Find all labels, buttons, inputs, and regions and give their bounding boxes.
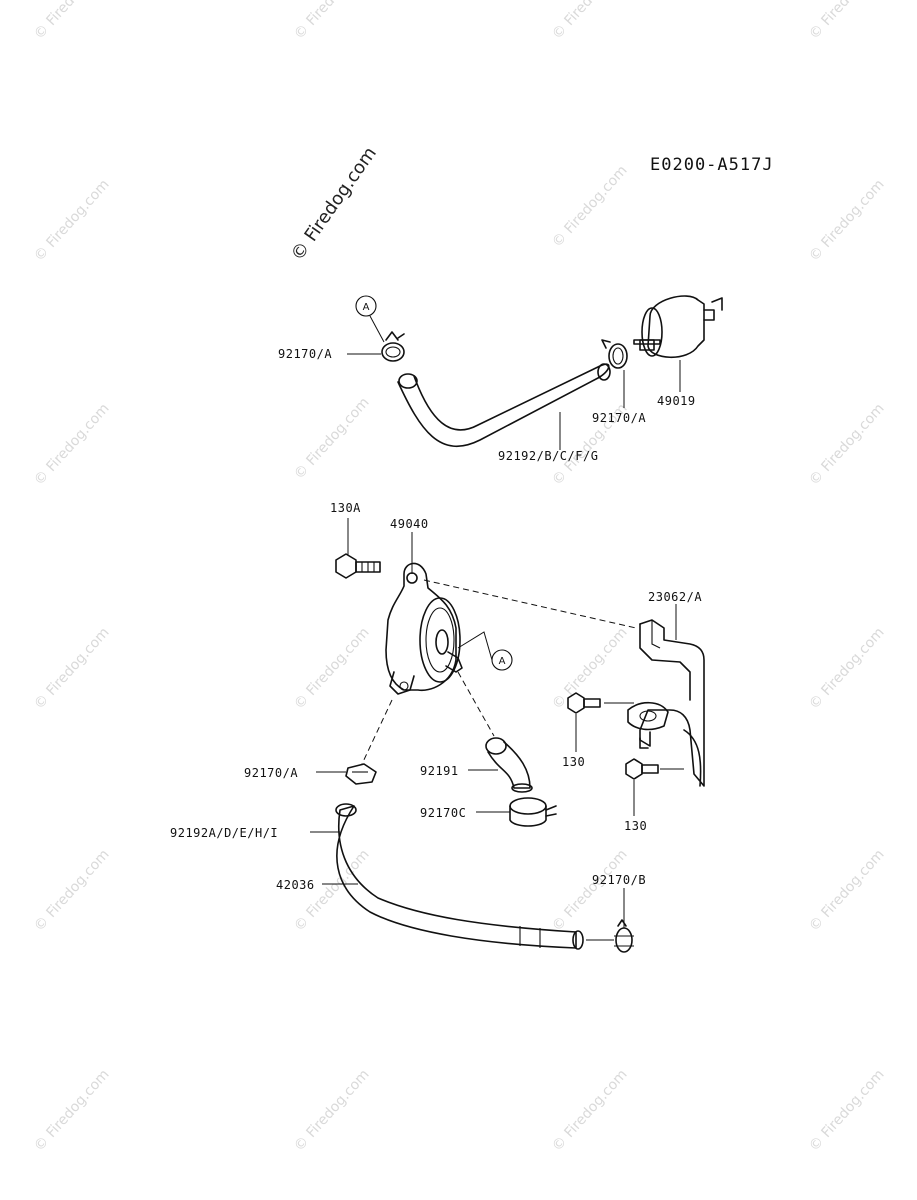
watermark-tile: © Firedog.com (806, 401, 888, 489)
callout-a-pump: A (457, 631, 513, 671)
bracket (627, 619, 705, 787)
watermark-tile: © Firedog.com (31, 625, 113, 713)
diagram-code: E0200-A517J (650, 155, 774, 175)
watermark-tile: © Firedog.com (31, 847, 113, 935)
watermark-tile: © Firedog.com (31, 177, 113, 265)
callout-letter: A (363, 302, 370, 313)
label-130-upper: 130 (562, 755, 585, 769)
bolt-130-upper (567, 692, 601, 714)
fuel-pump (385, 562, 463, 695)
watermark-tile: © Firedog.com (806, 177, 888, 265)
label-92170a-top-right: 92170/A (592, 411, 646, 425)
label-130-lower: 130 (624, 819, 647, 833)
watermark-tile: © Firedog.com (806, 847, 888, 935)
label-92170c: 92170C (420, 806, 466, 820)
watermark-tile: © Firedog.com (291, 0, 373, 43)
hose-clamp-b (614, 919, 634, 953)
watermark-tile: © Firedog.com (549, 1067, 631, 1155)
watermark-tile: © Firedog.com (806, 1067, 888, 1155)
watermark-tile: © Firedog.com (806, 625, 888, 713)
watermark-tile: © Firedog.com (549, 0, 631, 43)
bolt-130-lower (625, 758, 659, 780)
label-92170b: 92170/B (592, 873, 646, 887)
watermark-main: © Firedog.com (287, 143, 381, 265)
hose-clamp-mid-left (345, 763, 377, 785)
label-92191: 92191 (420, 764, 459, 778)
fuel-filter (633, 295, 723, 358)
callout-letter: A (499, 656, 506, 667)
label-42036: 42036 (276, 878, 315, 892)
watermark-tile: © Firedog.com (31, 1067, 113, 1155)
label-92192-long: 92192A/D/E/H/I (170, 826, 278, 840)
label-92192-top: 92192/B/C/F/G (498, 449, 598, 463)
fuel-hose-top (397, 363, 611, 447)
label-92170a-top-left: 92170/A (278, 347, 332, 361)
hose-clamp-top-right (601, 339, 628, 369)
watermark-tile: © Firedog.com (291, 625, 373, 713)
hose-clamp-c (509, 797, 557, 827)
watermark-tile: © Firedog.com (549, 163, 631, 251)
callout-a-top: A (355, 295, 385, 343)
label-130a: 130A (330, 501, 361, 515)
label-92170a-mid: 92170/A (244, 766, 298, 780)
watermark-tile: © Firedog.com (806, 0, 888, 43)
hose-clamp-top-left (381, 331, 405, 362)
label-49019: 49019 (657, 394, 696, 408)
watermark-tile: © Firedog.com (291, 395, 373, 483)
label-49040: 49040 (390, 517, 429, 531)
watermark-tile: © Firedog.com (31, 401, 113, 489)
fuel-hose-small (485, 737, 533, 793)
watermark-tile: © Firedog.com (291, 1067, 373, 1155)
bolt-130a (335, 553, 381, 579)
label-23062a: 23062/A (648, 590, 702, 604)
watermark-tile: © Firedog.com (549, 847, 631, 935)
watermark-tile: © Firedog.com (31, 0, 113, 43)
fuel-hose-long (335, 803, 584, 950)
